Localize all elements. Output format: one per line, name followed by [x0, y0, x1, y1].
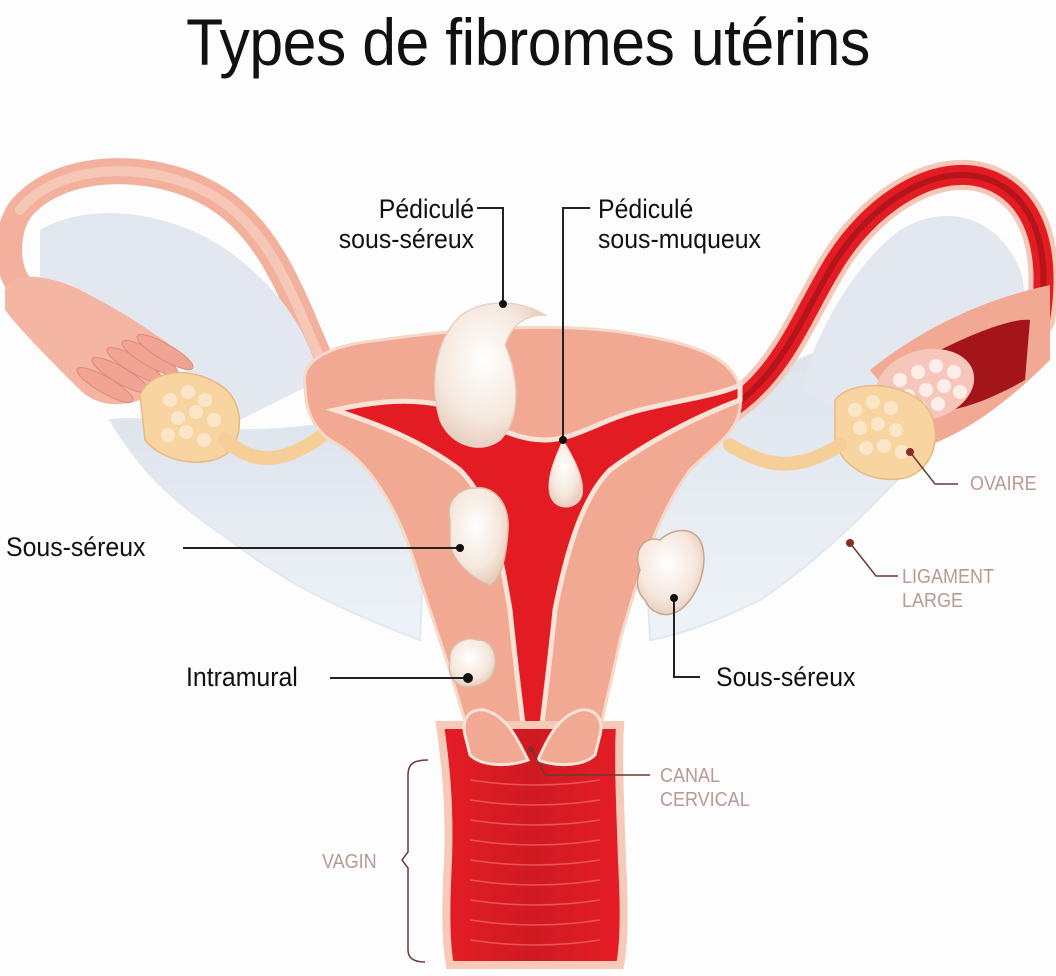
label-line: Pédiculé	[378, 194, 474, 224]
leader-lines	[183, 207, 700, 679]
fibroid-pedunculated-submucosal	[548, 438, 584, 508]
label-line: LIGAMENT	[902, 566, 995, 588]
vaginal-rugae	[469, 779, 601, 946]
label-pedunculated-subserosal: Pédiculé sous-séreux	[339, 194, 474, 254]
label-intramural: Intramural	[186, 662, 298, 692]
anatomy-leader-lines	[401, 451, 958, 963]
cervix-lip-right	[535, 708, 603, 767]
ovarian-ligament-right	[723, 438, 847, 471]
label-pedunculated-submucosal: Pédiculé sous-muqueux	[598, 194, 761, 254]
label-line: CERVICAL	[660, 789, 750, 811]
label-line: sous-séreux	[338, 224, 474, 254]
label-ovary: OVAIRE	[970, 473, 1037, 495]
cervix-lip-left	[462, 708, 531, 767]
label-line: sous-muqueux	[598, 224, 761, 254]
label-subserosal-right: Sous-séreux	[716, 662, 856, 692]
leader-dots	[456, 300, 678, 683]
label-line: LARGE	[902, 590, 964, 612]
fibroid-intramural	[448, 638, 496, 688]
diagram-title: Types de fibromes utérins	[186, 5, 870, 79]
label-broad-ligament: LIGAMENT LARGE	[902, 565, 994, 613]
ovarian-ligament-left	[218, 423, 337, 466]
label-line: Pédiculé	[598, 194, 694, 224]
fibroid-pedunculated-subserosal	[434, 302, 548, 448]
fibroid-subserosal-left	[448, 487, 509, 586]
fibroid-subserosal-right	[636, 529, 705, 616]
label-cervical-canal: CANAL CERVICAL	[660, 764, 750, 812]
label-vagina: VAGIN	[322, 851, 377, 873]
label-subserosal-left: Sous-séreux	[6, 532, 146, 562]
label-line: CANAL	[660, 765, 721, 787]
